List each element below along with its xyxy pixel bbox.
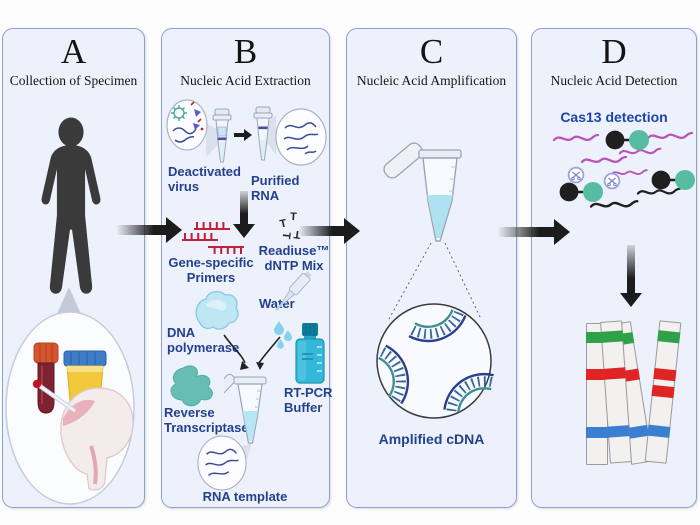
- detection-down-arrow: [620, 245, 642, 309]
- dna-polymerase-label: DNA polymerase: [167, 325, 240, 356]
- readiuse-dntp-label: Readiuse™ dNTP Mix: [258, 243, 330, 274]
- amplified-cdna-circle-icon: [376, 304, 499, 418]
- panel-c-title: Nucleic Acid Amplification: [356, 73, 507, 88]
- flow-arrow-c-to-d: [497, 219, 570, 245]
- panel-d-title: Nucleic Acid Detection: [550, 73, 678, 88]
- deactivated-virus-icon: [166, 99, 208, 151]
- flow-arrow-a-to-b: [116, 217, 182, 243]
- reporter-icon: [650, 168, 697, 192]
- panel-c-letter: C: [419, 32, 444, 71]
- panel-a-letter: A: [60, 32, 87, 71]
- cas13-detection-label: Cas13 detection: [560, 109, 668, 125]
- tube-transfer-arrow: [234, 129, 252, 141]
- cas13-scissors-icon: [567, 166, 585, 184]
- deactivated-virus-label: Deactivated virus: [168, 164, 241, 195]
- reaction-tube-icon: [224, 373, 267, 444]
- purified-rna-icon: [275, 108, 327, 166]
- reporter-icon: [558, 180, 605, 204]
- reporter-icon: [604, 128, 651, 152]
- extraction-down-arrow: [233, 191, 255, 238]
- rt-pcr-buffer-bottle-icon: [295, 323, 325, 384]
- rt-pcr-buffer-label: RT-PCR Buffer: [284, 385, 333, 416]
- dntp-t-icon: T: [289, 210, 298, 224]
- panel-b-letter: B: [233, 32, 258, 71]
- rna-template-label: RNA template: [202, 489, 288, 504]
- gene-specific-primers-label: Gene-specific Primers: [168, 255, 254, 286]
- water-droplets-icon: [274, 321, 292, 349]
- panel-d-letter: D: [601, 32, 627, 71]
- flow-arrow-b-to-c: [298, 218, 360, 244]
- rna-template-icon: [197, 435, 247, 491]
- reverse-transcriptase-icon: [170, 365, 213, 407]
- specimen-callout: [5, 287, 135, 505]
- panel-b-title: Nucleic Acid Extraction: [180, 73, 311, 88]
- purified-rna-label: Purified RNA: [251, 173, 300, 204]
- human-silhouette-icon: [41, 117, 101, 294]
- extraction-tube-icon: [212, 108, 232, 163]
- purified-tube-icon: [253, 106, 273, 161]
- amplified-cdna-label: Amplified cDNA: [378, 431, 485, 447]
- panel-nucleic-acid-amplification: C Nucleic Acid Amplification: [346, 28, 517, 508]
- pipette-icon: [275, 271, 312, 311]
- blood-tube-icon: [33, 342, 59, 414]
- reverse-transcriptase-label: Reverse Transcriptase: [164, 405, 249, 436]
- amplification-graphic: [347, 142, 518, 509]
- dna-polymerase-icon: [195, 290, 239, 330]
- lateral-flow-strip: [644, 320, 682, 464]
- panel-nucleic-acid-detection: D Nucleic Acid Detection Cas13 detection: [531, 28, 697, 508]
- panel-a-title: Collection of Specimen: [9, 73, 138, 88]
- panel-nucleic-acid-extraction: B Nucleic Acid Extraction: [161, 28, 332, 508]
- dntp-t-icon: T: [279, 231, 293, 240]
- mix-arrows: [223, 334, 281, 370]
- cas13-scissors-icon: [603, 172, 621, 190]
- nasal-swab-icon: [32, 379, 134, 491]
- panel-collection-of-specimen: A Collection of Specimen: [2, 28, 145, 508]
- amplification-tube-icon: [383, 142, 462, 242]
